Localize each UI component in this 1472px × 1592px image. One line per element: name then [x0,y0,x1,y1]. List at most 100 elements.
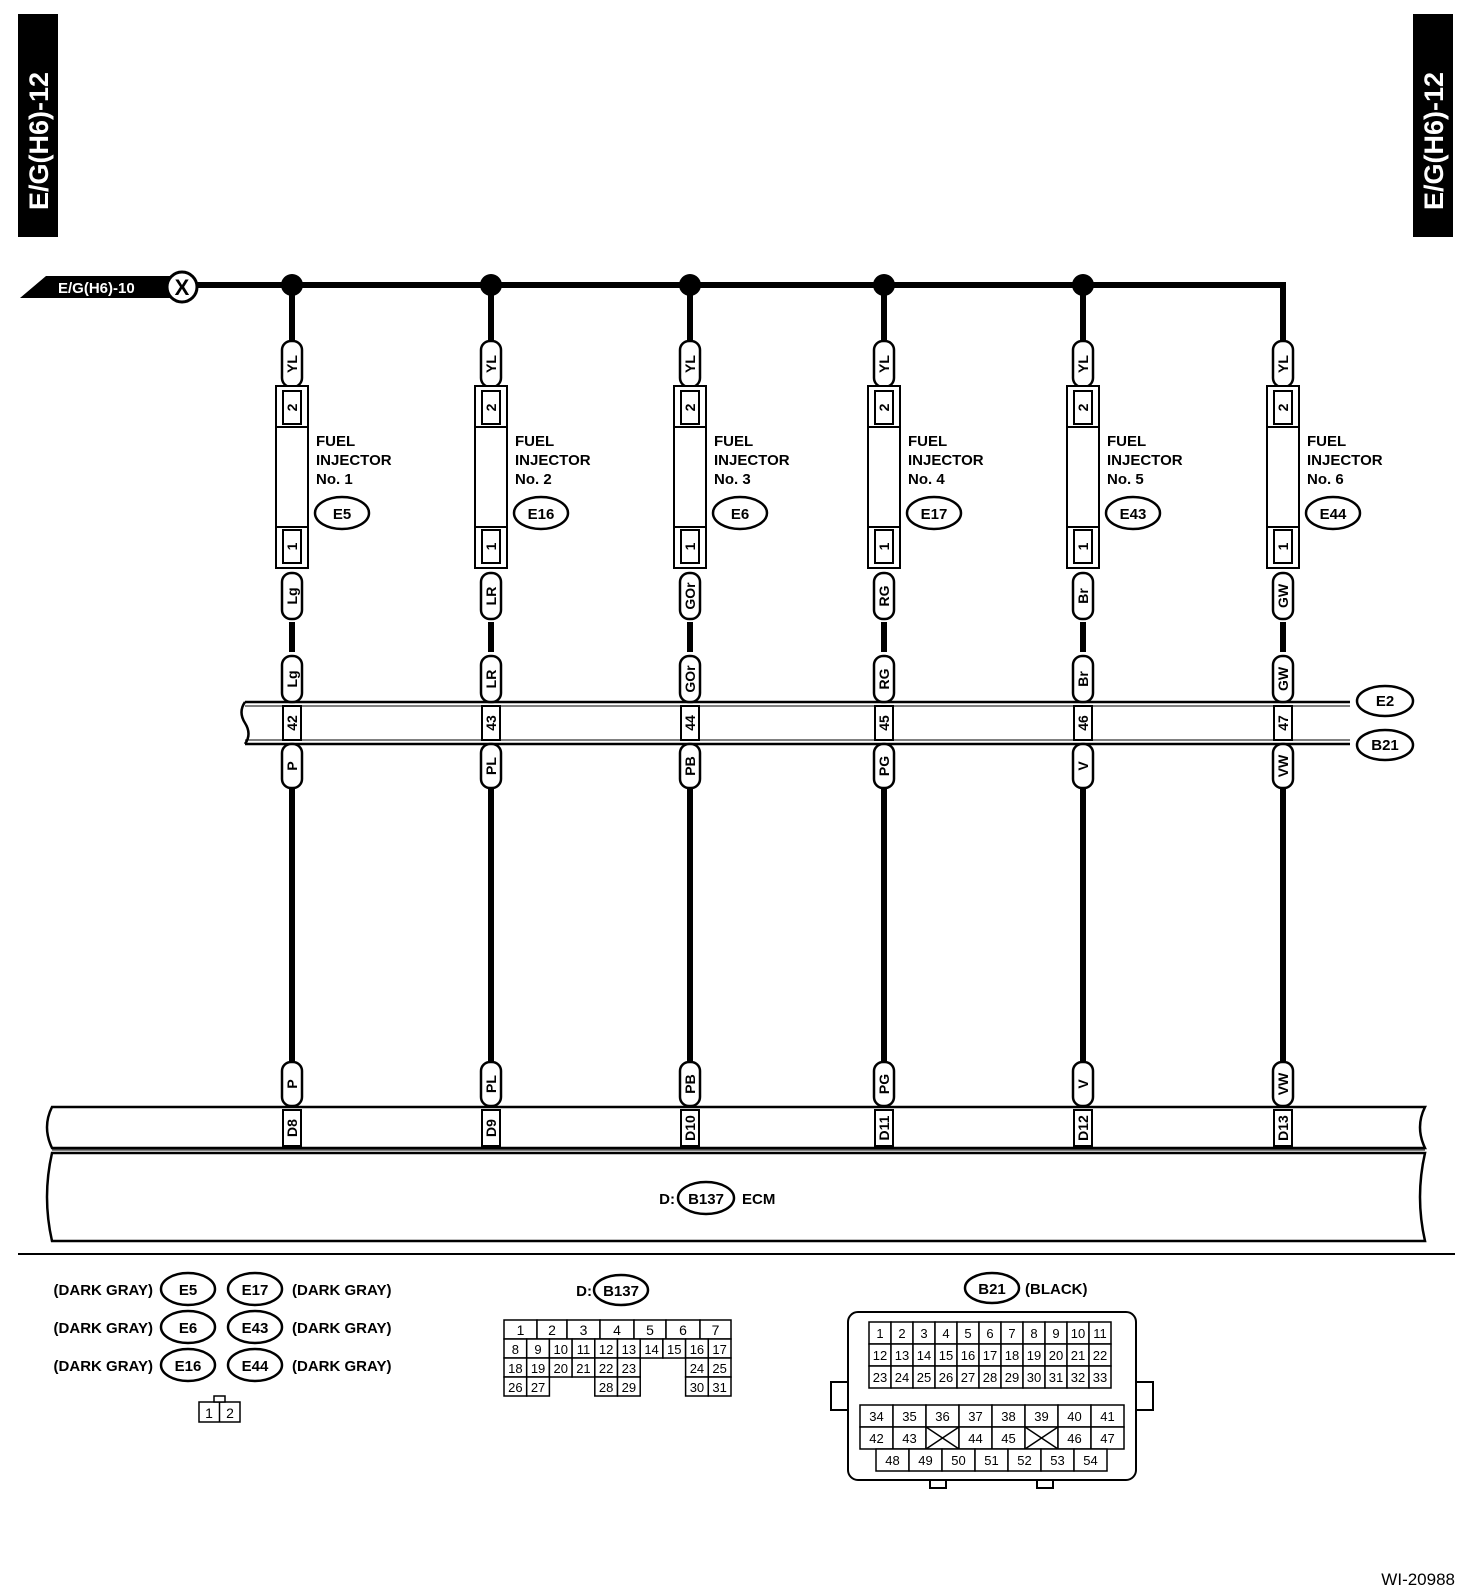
b21-pin: 45 [1001,1431,1015,1446]
wire-color-a: GW [1275,583,1291,608]
b21-pin: 50 [951,1453,965,1468]
b137-pin: 26 [508,1380,522,1395]
wire-color-b-box [280,1060,304,1108]
wire-color-b: P [284,1079,300,1088]
ecm-pin-box [874,1109,894,1147]
junction-pin-box [680,705,700,741]
junction-pin: 44 [682,715,698,731]
b21-pin: 44 [968,1431,982,1446]
source-ref: E/G(H6)-10 [58,280,135,297]
b137-pin: 24 [690,1361,704,1376]
injector-pin-bottom: 1 [483,542,499,550]
b21-blank-pin [925,1426,960,1450]
ecm-pin: D11 [876,1115,892,1140]
wire-color-top: YL [1075,355,1091,373]
b21-pin: 3 [920,1326,927,1341]
b21-pin: 14 [917,1348,931,1363]
junction-connector [240,700,1350,746]
fuel-injector: 21 [867,385,901,569]
page-tag-right-box [1413,14,1453,237]
fuel-injector: 21 [1266,385,1300,569]
injector-label: INJECTOR [515,452,591,469]
b21-pin: 49 [918,1453,932,1468]
ecm-block [45,1105,1428,1243]
b21-pin: 11 [1093,1326,1107,1341]
b21-pin: 1 [876,1326,883,1341]
legend-connector: E6 [179,1320,197,1337]
injector-label: No. 2 [515,471,552,488]
ecm-connector: B137 [688,1191,724,1208]
junction-e2-label: E2 [1376,693,1394,710]
b21-pin: 36 [935,1409,949,1424]
b21-pin: 20 [1049,1348,1063,1363]
b137-pin: 17 [712,1342,726,1357]
injector-pin-bottom-box [481,529,501,564]
page-tag-right: E/G(H6)-12 [1419,72,1449,210]
splice-dot [1072,274,1094,296]
wire-color-b-box [1071,1060,1095,1108]
junction-pin: 43 [483,715,499,731]
legend-connector: E5 [179,1282,197,1299]
wire-color-top: YL [876,355,892,373]
wire-color-a-box [872,654,896,704]
b137-pin: 7 [712,1322,720,1338]
ecm-pin-box [282,1109,302,1147]
legend-connector: E16 [175,1358,202,1375]
b21-pin: 9 [1052,1326,1059,1341]
b21-view-title: B21 [978,1281,1006,1298]
b21-pin: 31 [1049,1370,1063,1385]
junction-pin: 42 [284,715,300,731]
junction-pin-box [282,705,302,741]
ecm-connector-ellipse [676,1180,736,1216]
b21-pin: 21 [1071,1348,1085,1363]
wire-color-a: RG [876,585,892,606]
b21-pin: 28 [983,1370,997,1385]
b21-pin: 51 [984,1453,998,1468]
injector-connector-ellipse [1104,495,1162,531]
b21-pin: 38 [1001,1409,1015,1424]
wire-color-b: V [1075,1079,1091,1089]
b137-pin: 13 [622,1342,636,1357]
wire-color-b: PB [682,1074,698,1093]
injector-label: No. 5 [1107,471,1144,488]
fuel-injector: 21 [1066,385,1100,569]
injector-label: INJECTOR [1307,452,1383,469]
b21-pin: 26 [939,1370,953,1385]
fuel-injector: 21 [474,385,508,569]
b21-pin: 17 [983,1348,997,1363]
wire-color-a-box [678,654,702,704]
b137-pin: 22 [599,1361,613,1376]
b21-pin: 43 [902,1431,916,1446]
wire-color-a-box [280,571,304,621]
injector-connector-ellipse [512,495,570,531]
legend-color: (DARK GRAY) [54,1358,153,1375]
wire-color-top: YL [682,355,698,373]
junction-pin-box [481,705,501,741]
b137-pin: 29 [622,1380,636,1395]
injector-connector-ellipse [711,495,769,531]
b21-pin: 6 [986,1326,993,1341]
injector-label: FUEL [908,433,947,450]
legend-connector-ellipse [226,1271,284,1307]
legend-connector: E44 [242,1358,269,1375]
wire-color-a-box [479,571,503,621]
b21-pin-cell [1088,1365,1112,1389]
wire-color-a-box [479,654,503,704]
ecm-pin: D8 [284,1119,300,1137]
b21-pin: 47 [1100,1431,1114,1446]
wire-color-a-box [280,654,304,704]
b21-pin: 33 [1093,1370,1107,1385]
ecm-pin-box [481,1109,501,1147]
b137-pin-cell [616,1376,641,1397]
source-arrow [20,276,172,298]
ecm-pin: D12 [1075,1115,1091,1141]
b21-pin: 4 [942,1326,949,1341]
b137-pin: 23 [622,1361,636,1376]
wire-color-b-box [1271,742,1295,790]
b21-pin: 23 [873,1370,887,1385]
injector-label: INJECTOR [1107,452,1183,469]
